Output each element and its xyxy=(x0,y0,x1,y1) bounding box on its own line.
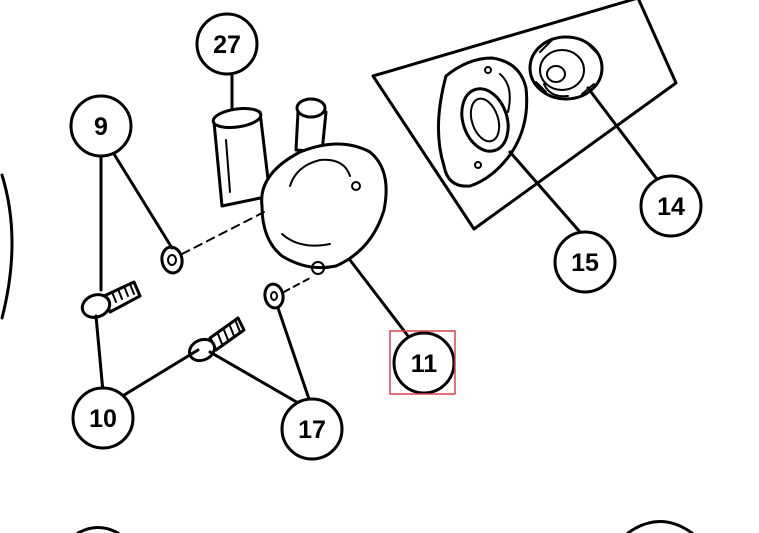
washer-upper xyxy=(160,245,184,275)
adjacent-part-outline xyxy=(0,173,14,320)
callout-14-label: 14 xyxy=(657,193,685,221)
washer-lower xyxy=(263,277,311,310)
callout-27: 27 xyxy=(195,12,259,76)
bolt-upper xyxy=(80,280,142,319)
callout-10-label: 10 xyxy=(89,405,117,433)
leader-lines xyxy=(94,70,658,406)
callout-17: 17 xyxy=(280,397,344,461)
callout-15-label: 15 xyxy=(571,249,599,277)
bolt-lower xyxy=(187,316,246,363)
callout-11-label: 11 xyxy=(411,350,438,378)
callout-14: 14 xyxy=(639,174,703,238)
callout-10: 10 xyxy=(71,386,135,450)
alignment-line xyxy=(181,209,269,255)
gasket-part xyxy=(437,56,529,188)
partial-callout-bottom-left xyxy=(76,526,120,533)
gasket-inset-frame xyxy=(371,0,678,231)
callout-27-label: 27 xyxy=(213,31,241,59)
callout-9: 9 xyxy=(69,94,133,158)
callout-17-label: 17 xyxy=(298,416,326,444)
thermostat-part xyxy=(528,35,604,101)
callout-11: 11 xyxy=(389,330,456,395)
partial-callout-bottom-right xyxy=(626,520,694,533)
selection-highlight-box xyxy=(389,330,456,395)
water-outlet-housing xyxy=(211,97,388,275)
callout-15: 15 xyxy=(553,230,617,294)
callout-9-label: 9 xyxy=(94,113,108,141)
